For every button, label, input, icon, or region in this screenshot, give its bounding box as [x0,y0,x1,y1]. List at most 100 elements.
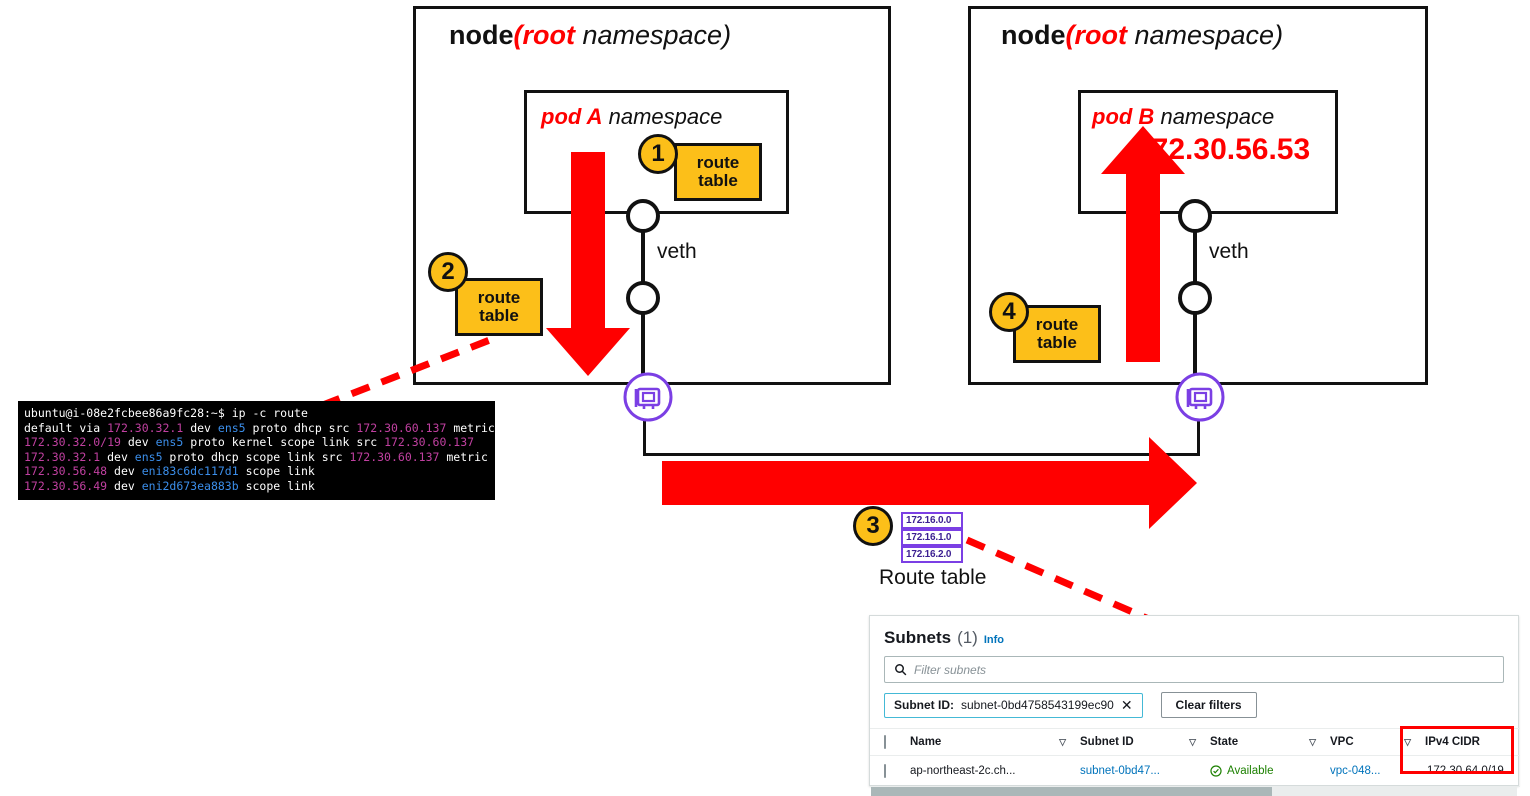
clear-filters-button[interactable]: Clear filters [1160,692,1257,718]
status-badge: Available [1210,765,1330,777]
step-badge-2: 2 [428,252,468,292]
arrow-down-shaft-left [571,152,605,352]
filter-pill-remove-icon[interactable]: ✕ [1120,697,1133,713]
route-entry-1: 172.16.1.0 [901,529,963,546]
veth-circle-top-left [626,199,660,233]
veth-line-lower-right [1193,313,1197,383]
terminal-line-0: default via 172.30.32.1 dev ens5 proto d… [24,420,495,435]
column-header-ipv4-cidr[interactable]: IPv4 CIDR [1425,728,1520,756]
node-right-paren-close: ) [1274,20,1284,50]
select-all-checkbox[interactable] [884,735,886,749]
step-badge-3: 3 [853,506,893,546]
search-placeholder: Filter subnets [914,662,987,677]
node-right-ns: namespace [1126,20,1275,50]
node-left-root: root [522,20,575,50]
terminal-output: default via 172.30.32.1 dev ens5 proto d… [24,420,495,494]
column-label-name: Name [910,736,942,748]
route-table-box-2[interactable]: route table [455,278,543,336]
arrow-right-head [1149,437,1197,529]
veth-line-lower-left [641,313,645,383]
node-left-ns: namespace [574,20,723,50]
veth-label-left: veth [657,240,697,263]
veth-line-upper-left [641,216,645,284]
veth-line-upper-right [1193,216,1197,284]
route-entry-0: 172.16.0.0 [901,512,963,529]
sort-icon-name[interactable]: ▽ [1059,736,1066,747]
sort-icon-state[interactable]: ▽ [1309,736,1316,747]
route-entry-2: 172.16.2.0 [901,546,963,563]
column-label-ipv4-cidr: IPv4 CIDR [1425,736,1480,748]
column-header-state[interactable]: State ▽ [1210,728,1330,756]
pod-b-title: pod B namespace [1092,104,1274,130]
node-right-paren-open: ( [1065,20,1075,50]
column-label-vpc: VPC [1330,736,1354,748]
pod-a-name: pod A [541,104,603,129]
search-icon [895,664,907,676]
aws-panel-count: (1) [957,628,978,647]
filter-pill-value: subnet-0bd4758543199ec90 [961,698,1114,712]
info-link[interactable]: Info [983,634,1005,646]
node-right-root: root [1074,20,1127,50]
terminal-command: ip -c route [231,406,308,420]
column-header-vpc[interactable]: VPC ▽ [1330,728,1425,756]
veth-circle-bottom-left [626,281,660,315]
column-header-name[interactable]: Name ▽ [910,728,1080,756]
veth-label-right: veth [1209,240,1249,263]
state-label: Available [1227,765,1274,777]
column-header-subnet-id[interactable]: Subnet ID ▽ [1080,728,1210,756]
step-badge-4: 4 [989,292,1029,332]
terminal-window: ubuntu@i-08e2fcbee86a9fc28:~$ ip -c rout… [18,401,495,500]
sort-icon-vpc[interactable]: ▽ [1404,736,1411,747]
cell-subnet-id[interactable]: subnet-0bd47... [1080,755,1210,787]
check-circle-icon [1210,765,1222,777]
route-table-caption: Route table [879,566,987,589]
filter-pill-subnet-id[interactable]: Subnet ID: subnet-0bd4758543199ec90 ✕ [884,692,1143,718]
terminal-prompt: ubuntu@i-08e2fcbee86a9fc28:~$ [24,406,232,420]
pod-a-namespace: namespace [608,104,723,129]
arrow-right-shaft [662,461,1149,505]
filter-pill-key: Subnet ID: [894,698,954,712]
route-table-box-1[interactable]: route table [674,143,762,201]
table-header-row: Name ▽ Subnet ID ▽ State ▽ VPC ▽ IPv4 CIDR [870,728,1520,756]
node-left-title: node(root namespace) [449,20,731,51]
sort-icon-subnet-id[interactable]: ▽ [1189,736,1196,747]
search-input[interactable]: Filter subnets [884,656,1504,683]
column-label-state: State [1210,736,1239,748]
terminal-line-1: 172.30.32.0/19 dev ens5 proto kernel sco… [24,435,475,450]
select-all-header[interactable] [870,728,910,756]
arrow-up-head-right [1101,126,1185,174]
route-table-label-1: route table [696,153,740,190]
column-label-subnet-id: Subnet ID [1080,736,1134,748]
row-checkbox[interactable] [884,764,886,778]
node-right-title: node(root namespace) [1001,20,1283,51]
node-left-title-prefix: node [449,20,514,50]
arrow-up-shaft-right [1126,172,1160,362]
node-left-paren-open: ( [513,20,523,50]
terminal-line-4: 172.30.56.49 dev eni2d673ea883b scope li… [24,478,315,493]
subnets-table: Name ▽ Subnet ID ▽ State ▽ VPC ▽ IPv4 CIDR [870,728,1520,787]
aws-panel-title: Subnets [884,628,952,647]
ipv4-cidr-highlight [1400,726,1514,774]
terminal-line-3: 172.30.56.48 dev eni83c6dc117d1 scope li… [24,464,315,479]
veth-circle-top-right [1178,199,1212,233]
clear-filters-label: Clear filters [1175,698,1242,712]
row-select-cell[interactable] [870,755,910,787]
terminal-line-2: 172.30.32.1 dev ens5 proto dhcp scope li… [24,449,495,464]
step-badge-1: 1 [638,134,678,174]
node-right-title-prefix: node [1001,20,1066,50]
veth-circle-bottom-right [1178,281,1212,315]
pod-a-title: pod A namespace [541,104,722,130]
eni-connector-line [643,410,1200,456]
route-table-label-2: route table [477,288,521,325]
pod-b-name: pod B [1092,104,1155,129]
pod-b-namespace: namespace [1160,104,1275,129]
aws-filter-row: Subnet ID: subnet-0bd4758543199ec90 ✕ Cl… [870,683,1518,728]
cell-state: Available [1210,755,1330,787]
route-table-label-4: route table [1035,315,1079,352]
network-interface-icon-left [623,372,673,422]
terminal-prompt-line: ubuntu@i-08e2fcbee86a9fc28:~$ ip -c rout… [24,406,489,421]
horizontal-scrollbar[interactable] [871,787,1517,796]
cell-name: ap-northeast-2c.ch... [910,755,1080,787]
aws-panel-header: Subnets (1) Info [870,616,1518,656]
